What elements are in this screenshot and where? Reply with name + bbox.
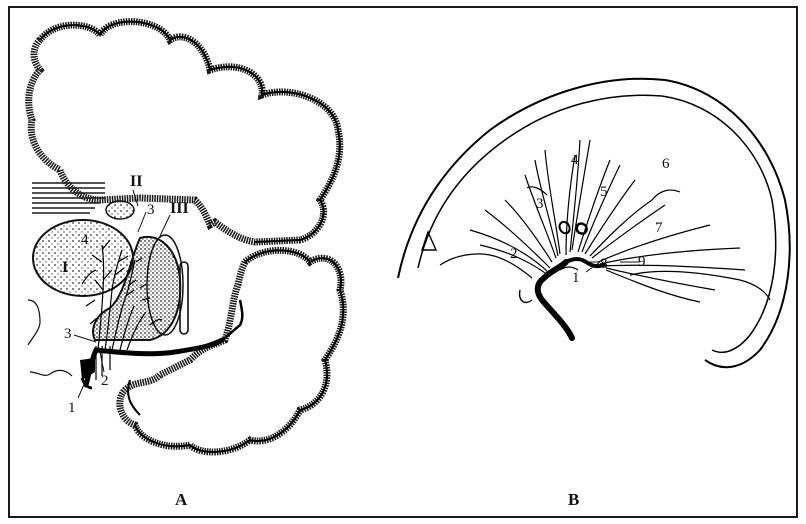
panel-label-b: B	[568, 490, 579, 509]
label-a-2: 2	[101, 373, 109, 389]
label-a-roman-2: II	[130, 173, 142, 190]
label-a-roman-1: I	[62, 259, 68, 276]
label-a-3-top: 3	[147, 202, 155, 218]
capsule-bar	[180, 262, 188, 334]
panel-b-diagram: 1 2 3 4 5 6 7 8 9 B	[398, 79, 790, 509]
label-a-1: 1	[68, 400, 76, 416]
label-b-9: 9	[638, 254, 646, 270]
label-b-7: 7	[655, 220, 663, 236]
label-b-6: 6	[662, 156, 670, 172]
label-b-8: 8	[600, 256, 608, 272]
mca-trunk	[538, 262, 572, 338]
label-a-4: 4	[81, 232, 89, 248]
label-b-1: 1	[572, 270, 580, 286]
label-b-2: 2	[510, 246, 518, 262]
corpus-callosum-stripes	[32, 183, 105, 213]
label-a-3-low: 3	[64, 326, 72, 342]
label-a-roman-3: III	[170, 200, 189, 217]
label-b-3: 3	[536, 196, 544, 212]
caudate-region	[106, 201, 134, 219]
cortical-branches	[470, 140, 745, 302]
skull-inner	[418, 95, 776, 352]
panel-label-a: A	[175, 490, 188, 509]
panel-a-diagram: I II III 1 2 3 3 4 A	[28, 22, 343, 509]
label-b-4: 4	[571, 152, 579, 168]
label-b-5: 5	[600, 184, 608, 200]
